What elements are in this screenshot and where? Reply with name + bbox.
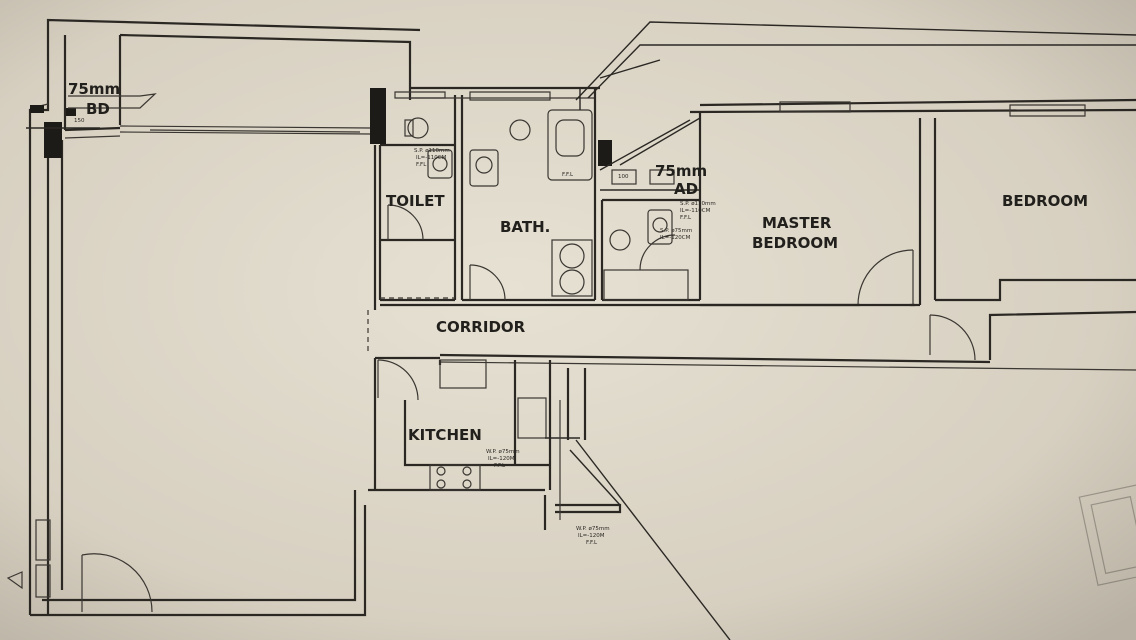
room-label-kitchen: KITCHEN — [408, 426, 482, 444]
shaft-note-il: IL=-120M — [578, 533, 605, 539]
area-drain-dim: 100 — [618, 174, 629, 180]
room-label-bath: BATH. — [500, 218, 550, 236]
ensuite-fixtures — [599, 112, 702, 302]
kitchen-walls — [368, 358, 731, 640]
plumbing-notes: S.P. ø110mm IL=-110CM F.FL F.F.L S.P. ø1… — [414, 148, 716, 546]
floor-drain-dim: 150 — [74, 118, 85, 124]
ad-note-il: IL=-110CM — [680, 208, 711, 214]
area-drain: 75mm AD 100 — [618, 162, 707, 198]
toilet-note-sp: S.P. ø110mm — [414, 148, 450, 154]
bath-note-ffl: F.F.L — [562, 172, 574, 178]
bedroom-walls — [689, 98, 1136, 361]
bath-fixtures — [469, 21, 1136, 301]
shaft-note-sp: W.P. ø75mm — [576, 526, 610, 532]
floor-drain-size: 75mm — [68, 80, 120, 98]
floor-drain: 75mm BD 150 — [26, 80, 157, 158]
left-window — [6, 519, 51, 598]
living-room-walls — [28, 18, 421, 617]
area-drain-size: 75mm — [655, 162, 707, 180]
approval-stamp — [1078, 484, 1136, 586]
toilet-note-ffl: F.FL — [416, 162, 427, 168]
kitchen-note-sp: W.P. ø75mm — [486, 449, 520, 455]
kitchen-note-il: IL=-120M — [488, 456, 515, 462]
toilet-note-il: IL=-110CM — [416, 155, 447, 161]
kitchen-note-ffl: F.F.L — [494, 463, 506, 469]
living-room-door — [81, 553, 153, 613]
shaft-note-ffl: F.F.L — [586, 540, 598, 546]
room-label-bedroom: BEDROOM — [1002, 192, 1088, 210]
ad-note-ffl: F.F.L — [680, 215, 692, 221]
area-drain-code: AD — [674, 180, 698, 198]
room-label-corridor: CORRIDOR — [436, 318, 526, 336]
room-label-toilet: TOILET — [386, 192, 445, 210]
toilet-fixtures — [387, 117, 453, 241]
ad-note-il2: IL=-120CM — [660, 235, 691, 241]
floor-drain-code: BD — [86, 100, 110, 118]
corridor-walls — [367, 297, 1136, 371]
room-label-master-line1: MASTER — [762, 214, 832, 232]
wet-area-walls — [370, 86, 604, 310]
ad-note-sp2: S.P. ø75mm — [660, 228, 692, 234]
ad-note-sp: S.P. ø110mm — [680, 201, 716, 207]
room-label-master-line2: BEDROOM — [752, 234, 838, 252]
